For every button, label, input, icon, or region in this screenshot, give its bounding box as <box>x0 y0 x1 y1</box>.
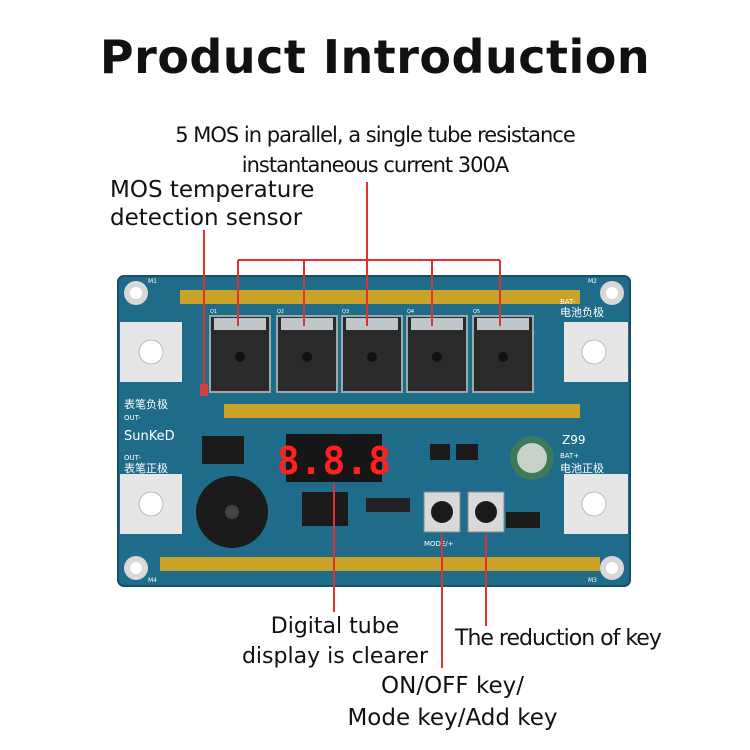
label-m2: M2 <box>588 278 597 285</box>
temperature-sensor-callout: MOS temperature detection sensor <box>110 176 314 232</box>
model-label: Z99 <box>562 433 586 447</box>
reduction-key-callout: The reduction of key <box>455 626 662 651</box>
label-bat-plus-cn: 电池正极 <box>560 461 604 475</box>
mosfet-1 <box>209 315 271 393</box>
optocoupler <box>202 436 244 464</box>
callout-lines <box>203 182 501 668</box>
label-bat-minus-cn: 电池负极 <box>560 305 604 319</box>
digital-tube-display <box>286 434 382 482</box>
copper-strip-middle <box>224 404 580 418</box>
buzzer <box>196 476 268 548</box>
mos-parallel-line2: instantaneous current 300A <box>241 153 509 177</box>
mode-add-button[interactable] <box>423 491 461 533</box>
mount-hole-m3 <box>600 556 624 580</box>
temperature-line2: detection sensor <box>110 205 303 231</box>
terminal-out-minus <box>120 322 182 382</box>
temperature-line1: MOS temperature <box>110 177 315 203</box>
mosfet-4 <box>406 315 468 393</box>
label-out-minus-cn: 表笔负极 <box>124 397 168 411</box>
display-digits: 8.8.8 <box>277 439 391 483</box>
onoff-key-callout: ON/OFF key/ Mode key/Add key <box>330 670 575 734</box>
label-q4: Q4 <box>407 309 414 315</box>
label-out-plus: OUT- <box>124 454 141 462</box>
display-line1: Digital tube <box>270 614 400 639</box>
label-out-minus: OUT- <box>124 414 141 422</box>
controller-chip <box>302 492 348 526</box>
label-m3: M3 <box>588 577 597 584</box>
label-q3: Q3 <box>342 309 349 315</box>
mos-parallel-callout: 5 MOS in parallel, a single tube resista… <box>0 120 750 180</box>
label-bat-minus: BAT- <box>560 298 576 306</box>
label-q2: Q2 <box>277 309 284 315</box>
label-mode: MODE/+ <box>424 540 454 548</box>
mount-hole-m4 <box>124 556 148 580</box>
reduction-button[interactable] <box>467 491 505 533</box>
terminal-bat-plus <box>564 474 628 534</box>
display-line2: display is clearer <box>241 644 429 669</box>
onoff-line1: ON/OFF key/ <box>381 673 524 699</box>
mos-parallel-line1: 5 MOS in parallel, a single tube resista… <box>175 123 576 147</box>
label-q1: Q1 <box>210 309 217 315</box>
mount-hole-m2 <box>600 281 624 305</box>
terminal-out-plus <box>120 474 182 534</box>
transistor-1 <box>430 444 450 460</box>
mount-hole-m1 <box>124 281 148 305</box>
display-callout: Digital tube display is clearer <box>240 612 430 672</box>
label-out-plus-cn: 表笔正极 <box>124 461 168 475</box>
page-title: Product Introduction <box>99 30 651 84</box>
onoff-line2: Mode key/Add key <box>347 705 558 731</box>
mosfet-3 <box>341 315 403 393</box>
mosfet-5 <box>472 315 534 393</box>
label-q5: Q5 <box>473 309 480 315</box>
diode <box>506 512 540 528</box>
mosfet-2 <box>276 315 338 393</box>
label-m4: M4 <box>148 577 157 584</box>
label-bat-plus: BAT+ <box>560 452 579 460</box>
terminal-bat-minus <box>564 322 628 382</box>
copper-strip-top <box>180 290 580 304</box>
electrolytic-capacitor <box>510 436 554 480</box>
label-m1: M1 <box>148 278 157 285</box>
temperature-sensor <box>200 384 208 396</box>
transistor-2 <box>456 444 478 460</box>
resistor-array <box>366 498 410 512</box>
brand-label: SunKeD <box>124 429 175 444</box>
copper-strip-bottom <box>160 557 600 571</box>
